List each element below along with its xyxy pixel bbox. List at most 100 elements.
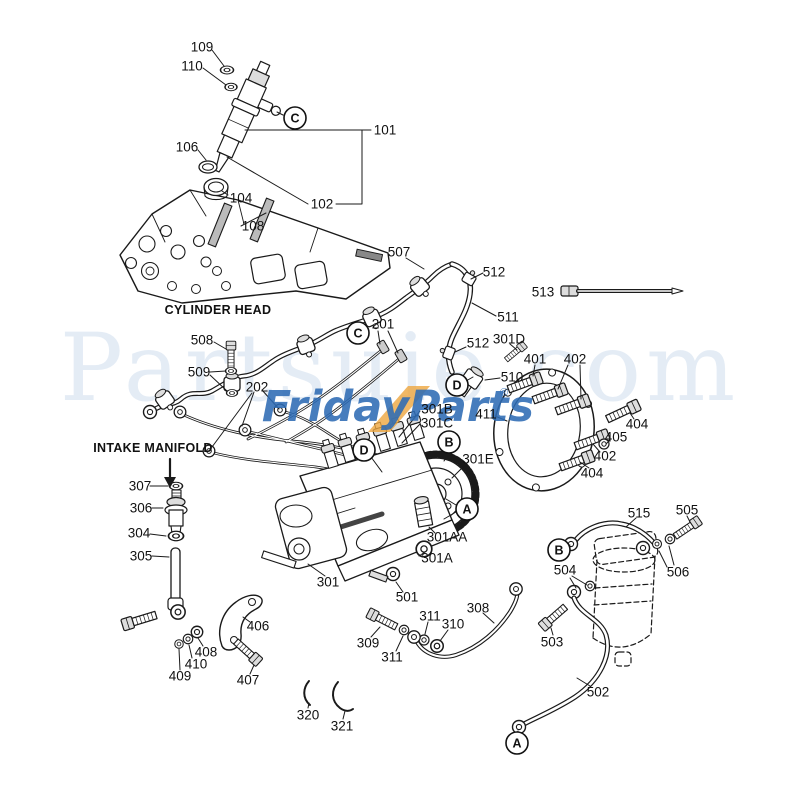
part-label-401: 401 (524, 352, 547, 367)
clamp-304 (167, 530, 185, 542)
part-label-320: 320 (297, 708, 320, 723)
part-label-101: 101 (374, 123, 397, 138)
part-label-505: 505 (676, 503, 699, 518)
nut-409 (174, 639, 184, 649)
part-label-512: 512 (467, 336, 490, 351)
overflow-pipe-308 (365, 582, 523, 659)
part-label-306: 306 (130, 501, 153, 516)
part-label-411: 411 (475, 407, 497, 422)
part-label-506: 506 (667, 565, 690, 580)
part-label-301E: 301E (462, 452, 494, 467)
part-label-301C: 301C (421, 416, 454, 431)
fridayparts-logo: FridayParts ® (262, 382, 534, 432)
part-label-512: 512 (483, 265, 506, 280)
logo-accent-swoosh (368, 386, 430, 432)
stud-309 (365, 607, 400, 633)
svg-text:D: D (452, 379, 461, 393)
part-label-301A: 301A (421, 551, 453, 566)
svg-text:C: C (353, 327, 362, 341)
part-label-402: 402 (594, 449, 617, 464)
head-stud (207, 202, 233, 248)
part-label-410: 410 (185, 657, 208, 672)
part-label-310: 310 (442, 617, 465, 632)
part-label-305: 305 (130, 549, 153, 564)
part-label-109: 109 (191, 40, 214, 55)
part-label-406: 406 (247, 619, 270, 634)
hose-502 (521, 595, 610, 727)
part-label-404: 404 (626, 417, 649, 432)
bolt-503 (537, 602, 570, 633)
callout-a: A (505, 731, 529, 755)
part-label-311: 311 (381, 650, 403, 665)
svg-text:B: B (554, 544, 563, 558)
injection-pump (261, 409, 480, 583)
part-label-104: 104 (230, 191, 253, 206)
cylinder-head-drawing (119, 189, 391, 304)
intake-manifold-arrow (164, 457, 176, 488)
part-label-508: 508 (191, 333, 214, 348)
part-label-509: 509 (188, 365, 211, 380)
part-label-404: 404 (581, 466, 604, 481)
clips (303, 680, 354, 712)
part-label-108: 108 (242, 219, 265, 234)
callout-a: A (455, 497, 479, 521)
part-label-110: 110 (181, 59, 203, 74)
clip-320 (303, 680, 311, 706)
svg-text:A: A (462, 503, 471, 517)
part-label-321: 321 (331, 719, 354, 734)
part-label-504: 504 (554, 563, 577, 578)
bolt-407 (231, 636, 264, 668)
part-label-407: 407 (237, 673, 260, 688)
svg-text:B: B (444, 436, 453, 450)
rear-plate-and-bolts (493, 368, 643, 492)
callout-d: D (445, 373, 469, 397)
callout-b: B (547, 538, 571, 562)
part-label-304: 304 (128, 526, 151, 541)
part-label-202: 202 (246, 380, 269, 395)
callout-b: B (437, 430, 461, 454)
bracket-406-hardware (174, 594, 264, 668)
part-label-515: 515 (628, 506, 651, 521)
injector-seal-106 (198, 160, 218, 174)
part-label-502: 502 (587, 685, 610, 700)
part-label-308: 308 (467, 601, 490, 616)
part-label-513: 513 (532, 285, 555, 300)
callout-c: C (346, 321, 370, 345)
part-label-106: 106 (176, 140, 199, 155)
part-label-511: 511 (497, 310, 519, 325)
cylinder-head-label: CYLINDER HEAD (165, 303, 272, 317)
head-stud (249, 197, 275, 243)
washer-410 (182, 633, 194, 645)
intake-manifold-label: INTAKE MANIFOLD (93, 441, 213, 455)
callout-d: D (352, 438, 376, 462)
callout-c: C (283, 106, 307, 130)
part-label-510: 510 (501, 370, 524, 385)
part-label-307: 307 (129, 479, 152, 494)
part-label-301D: 301D (493, 332, 526, 347)
part-label-501: 501 (396, 590, 419, 605)
svg-text:D: D (359, 444, 368, 458)
pipe-305 (170, 547, 181, 603)
injector-assembly (198, 60, 281, 201)
part-label-507: 507 (388, 245, 411, 260)
logo-text: FridayParts (262, 382, 534, 432)
leakoff-pipe-507 (142, 261, 529, 420)
part-label-311: 311 (419, 609, 441, 624)
fitting-301AA (413, 496, 434, 528)
washer-408 (190, 625, 204, 639)
part-label-102: 102 (311, 197, 334, 212)
ring-310 (430, 639, 444, 653)
bracket-406 (218, 594, 263, 651)
svg-text:C: C (290, 112, 299, 126)
part-label-408: 408 (195, 645, 218, 660)
part-label-409: 409 (169, 669, 192, 684)
clip-321 (332, 681, 354, 712)
part-label-309: 309 (357, 636, 380, 651)
joint-assy-305 (120, 481, 188, 632)
part-label-405: 405 (605, 430, 628, 445)
part-label-301B: 301B (421, 402, 453, 417)
registered-mark: ® (500, 387, 508, 399)
leader-lines (149, 49, 691, 737)
